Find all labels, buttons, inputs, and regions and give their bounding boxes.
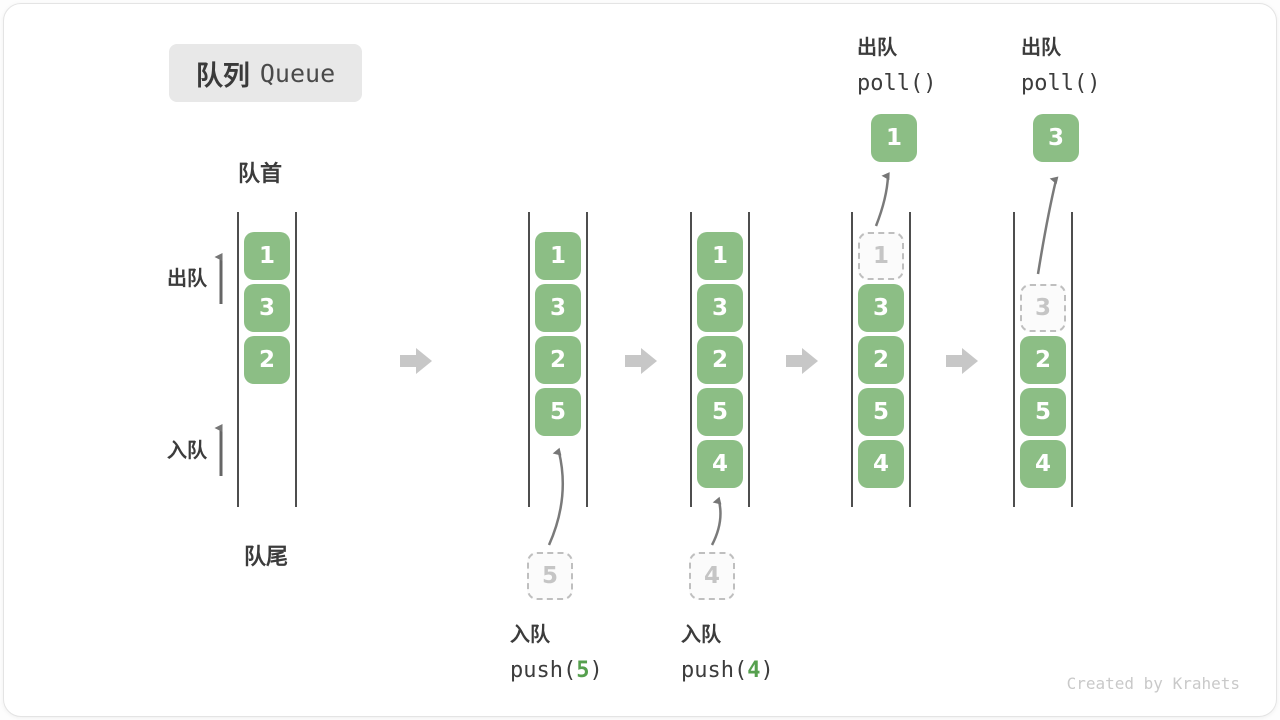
polled-value-box-1: 1 [871,114,917,162]
op-poll-1: 出队 poll() [857,31,936,96]
queue-walls-after-poll-3 [1013,212,1073,507]
enqueue-5-arrow-icon [547,447,564,546]
dequeue-1-arrow-icon [874,172,890,227]
dequeue-3-arrow-icon [1036,176,1059,275]
op-push-5-code: push(5) [510,658,603,683]
queue-cell-after-poll-1-3: 3 [858,284,904,332]
queue-cell-after-poll-1-5: 5 [858,388,904,436]
queue-cell-initial-3: 3 [244,284,290,332]
step-arrow-2-icon [625,348,657,374]
op-push-4: 入队 push(4) [681,618,774,683]
queue-cell-after-poll-1-1: 1 [858,232,904,280]
op-poll-1-code: poll() [857,71,937,96]
queue-cell-initial-1: 1 [244,232,290,280]
op-poll-3: 出队 poll() [1021,31,1100,96]
op-push-5: 入队 push(5) [510,618,603,683]
queue-cell-after-push-4-1: 1 [697,232,743,280]
label-queue-rear: 队尾 [244,544,289,569]
queue-cell-after-poll-3-2: 2 [1020,336,1066,384]
op-push-4-code: push(4) [681,658,774,683]
queue-cell-after-push-5-1: 1 [535,232,581,280]
op-poll-3-label: 出队 [1021,37,1061,59]
enqueue-4-arrow-icon [710,496,722,546]
queue-walls-after-poll-1 [851,212,911,507]
incoming-value-box-4: 4 [689,552,735,600]
op-push-5-label: 入队 [510,624,550,646]
queue-walls-after-push-4 [690,212,750,507]
queue-cell-after-poll-1-4: 4 [858,440,904,488]
queue-cell-after-push-4-2: 2 [697,336,743,384]
polled-value-box-3: 3 [1033,114,1079,162]
queue-cell-after-push-5-2: 2 [535,336,581,384]
step-arrow-icons [400,348,978,374]
title-zh: 队列 [195,60,250,91]
queue-cell-after-poll-3-3: 3 [1020,284,1066,332]
title-en: Queue [259,58,336,88]
label-enqueue-side: 入队 [167,440,207,462]
queue-cell-after-push-4-3: 3 [697,284,743,332]
watermark: Created by Krahets [1066,674,1240,693]
op-push-4-label: 入队 [681,624,721,646]
step-arrow-4-icon [946,348,978,374]
queue-cell-after-push-4-5: 5 [697,388,743,436]
incoming-value-box-5: 5 [527,552,573,600]
queue-cell-after-push-5-5: 5 [535,388,581,436]
label-dequeue-side: 出队 [167,268,207,290]
label-queue-front: 队首 [238,161,283,186]
op-poll-3-code: poll() [1021,71,1101,96]
step-arrow-1-icon [400,348,432,374]
title-badge: 队列 Queue [169,44,362,102]
queue-cell-after-push-5-3: 3 [535,284,581,332]
queue-cell-after-poll-3-4: 4 [1020,440,1066,488]
queue-cell-after-poll-1-2: 2 [858,336,904,384]
queue-cell-after-push-4-4: 4 [697,440,743,488]
queue-cell-initial-2: 2 [244,336,290,384]
queue-walls-after-push-5 [528,212,588,507]
step-arrow-3-icon [786,348,818,374]
queue-walls-initial [237,212,297,507]
queue-cell-after-poll-3-5: 5 [1020,388,1066,436]
op-poll-1-label: 出队 [857,37,897,59]
